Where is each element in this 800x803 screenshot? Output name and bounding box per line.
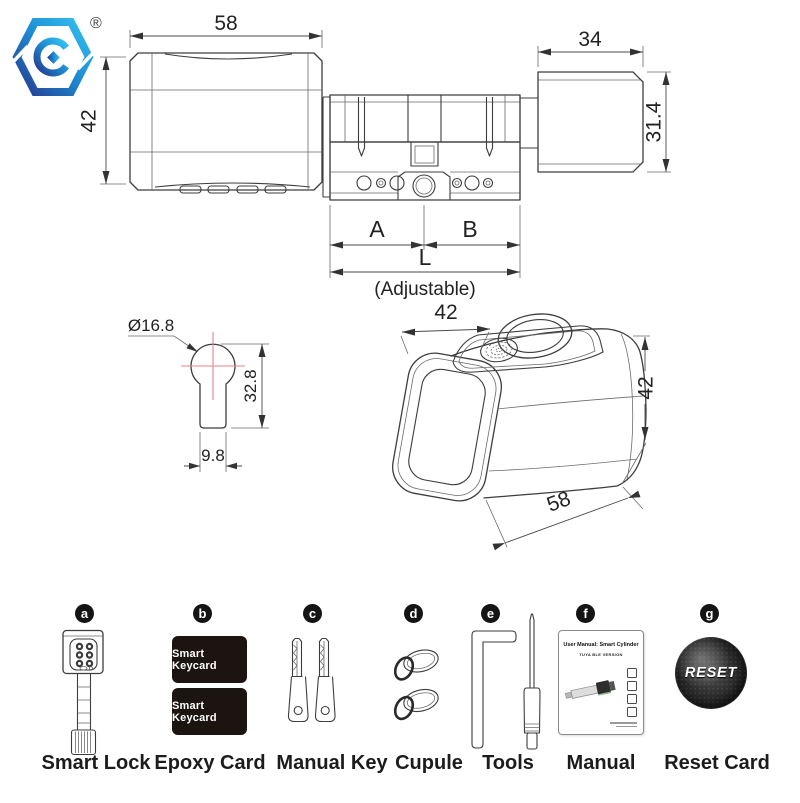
tools-graphic [471,613,541,750]
label-reset-card: Reset Card [664,752,770,774]
manual-icon [627,707,637,717]
badge-e: e [481,604,500,623]
svg-text:34: 34 [578,28,602,51]
svg-text:A: A [369,216,385,242]
badge-g: g [700,604,719,623]
smart-keycard-1: Smart Keycard [172,636,247,683]
dim-a-b-l: A B L (Adjustable) [329,205,521,300]
svg-text:42: 42 [77,109,100,132]
dim-58: 58 [129,12,323,48]
dim-31-4: 31.4 [642,71,671,173]
cylinder-pin-holes [356,175,494,191]
manual-cover-photo [564,680,616,699]
reset-disc-text: RESET [684,665,738,681]
svg-text:L: L [419,244,432,270]
label-cupule: Cupule [395,752,463,774]
manual-key-graphic [287,637,336,723]
smart-lock-graphic [62,629,104,756]
manual-icon [627,668,637,678]
dim-32-8: 32.8 [221,343,269,429]
fingerprint-sensor [480,337,518,363]
top-panel [452,325,604,373]
badge-d: d [404,604,423,623]
keycard-text: Smart Keycard [172,699,217,724]
brand-logo: ® [10,15,102,96]
svg-text:Ø16.8: Ø16.8 [128,316,174,335]
label-manual-key: Manual Key [276,752,388,774]
svg-text:9.8: 9.8 [201,446,225,465]
label-epoxy-card: Epoxy Card [154,752,266,774]
dim-42: 42 [77,56,126,185]
manual-feature-icons [627,668,637,717]
manual-title: User Manual: Smart Cylinder [563,642,639,648]
manual-subtitle: TUYA BLE VERSION [579,652,623,657]
svg-text:42: 42 [434,301,457,324]
allen-key [471,630,517,749]
smart-keycard-2: Smart Keycard [172,688,247,735]
dim-34: 34 [537,28,644,67]
knob-top-circle [497,313,573,359]
dim-iso-right-42: 42 [621,335,657,485]
manual-icon [627,694,637,704]
dim-diameter: Ø16.8 [128,316,198,352]
dim-iso-top-42: 42 [400,301,491,355]
center-crosshair [181,332,245,400]
dim-9-8: 9.8 [184,432,242,472]
svg-text:58: 58 [544,487,574,517]
knob-outline [537,71,644,173]
cylinder-outline [322,94,538,201]
label-tools: Tools [482,752,534,774]
profile-view-drawing: Ø16.8 32.8 9.8 [128,316,269,472]
svg-text:B: B [462,216,477,242]
svg-text:32.8: 32.8 [241,369,260,402]
reset-card-disc: RESET [675,637,747,709]
badge-b: b [193,604,212,623]
badge-f: f [576,604,595,623]
registered-trademark: ® [90,15,102,32]
cupule-graphic [390,649,442,724]
front-face [392,352,502,502]
body-bottom-tabs [179,185,287,194]
label-smart-lock: Smart Lock [41,752,151,774]
manual-icon [627,681,637,691]
lock-body-outline [129,52,323,194]
badge-c: c [303,604,322,623]
side-elevation-drawing: 58 42 34 31.4 [77,12,671,300]
screwdriver [523,613,541,750]
keycard-text: Smart Keycard [172,647,217,672]
manual-booklet: User Manual: Smart Cylinder TUYA BLE VER… [558,630,644,735]
manual-fineprint [610,722,637,727]
svg-text:31.4: 31.4 [642,101,665,142]
adjustable-note: (Adjustable) [374,279,475,300]
svg-text:58: 58 [214,12,237,35]
label-manual: Manual [566,752,636,774]
keypad-buttons [75,642,94,668]
isometric-view-drawing: 42 42 58 [392,301,657,551]
svg-text:42: 42 [634,376,657,399]
badge-a: a [75,604,94,623]
